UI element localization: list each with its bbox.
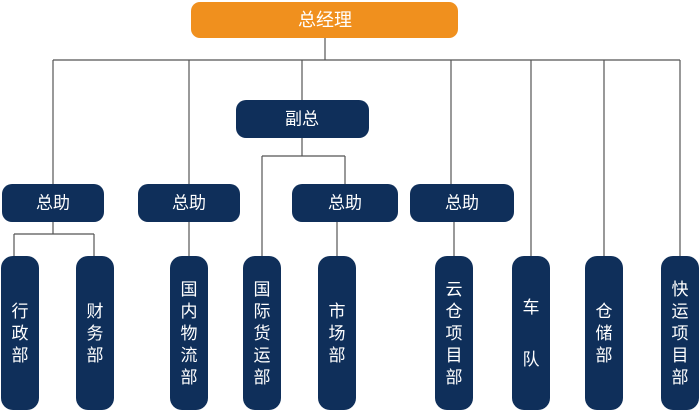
dept-domestic-logistics: 国内物流部 [170, 256, 208, 410]
node-assistant-3-label: 总助 [328, 194, 362, 213]
departments: 行政部 财务部 国内物流部 国际货运部 市场部 云仓项目部 车队 仓储部 快运项目部 [1, 256, 699, 410]
dept-express: 快运项目部 [661, 256, 699, 410]
dept-admin-label: 行政部 [12, 302, 29, 365]
dept-express-label: 快运项目部 [672, 280, 689, 387]
dept-marketing: 市场部 [318, 256, 356, 410]
node-assistant-4: 总助 [410, 184, 514, 222]
dept-cloud-warehouse: 云仓项目部 [435, 256, 473, 410]
node-vp-label: 副总 [285, 110, 319, 129]
node-ceo-label: 总经理 [298, 10, 352, 30]
node-assistant-1-label: 总助 [36, 194, 70, 213]
node-vp: 副总 [236, 100, 369, 138]
node-assistant-1: 总助 [2, 184, 104, 222]
dept-intl-freight: 国际货运部 [243, 256, 281, 410]
node-ceo: 总经理 [191, 2, 458, 38]
dept-finance-label: 财务部 [87, 302, 104, 365]
node-assistant-2: 总助 [138, 184, 240, 222]
dept-admin: 行政部 [1, 256, 39, 410]
dept-finance: 财务部 [76, 256, 114, 410]
dept-fleet: 车队 [512, 256, 550, 410]
connector-lines [13, 38, 681, 256]
dept-warehouse-label: 仓储部 [596, 302, 613, 365]
node-assistant-2-label: 总助 [172, 194, 206, 213]
dept-warehouse: 仓储部 [585, 256, 623, 410]
dept-intl-freight-label: 国际货运部 [254, 280, 271, 387]
node-assistant-3: 总助 [292, 184, 398, 222]
dept-fleet-label: 车队 [523, 298, 540, 369]
dept-domestic-logistics-label: 国内物流部 [181, 280, 198, 387]
dept-marketing-label: 市场部 [329, 302, 346, 365]
dept-cloud-warehouse-label: 云仓项目部 [446, 280, 463, 387]
node-assistant-4-label: 总助 [445, 194, 479, 213]
